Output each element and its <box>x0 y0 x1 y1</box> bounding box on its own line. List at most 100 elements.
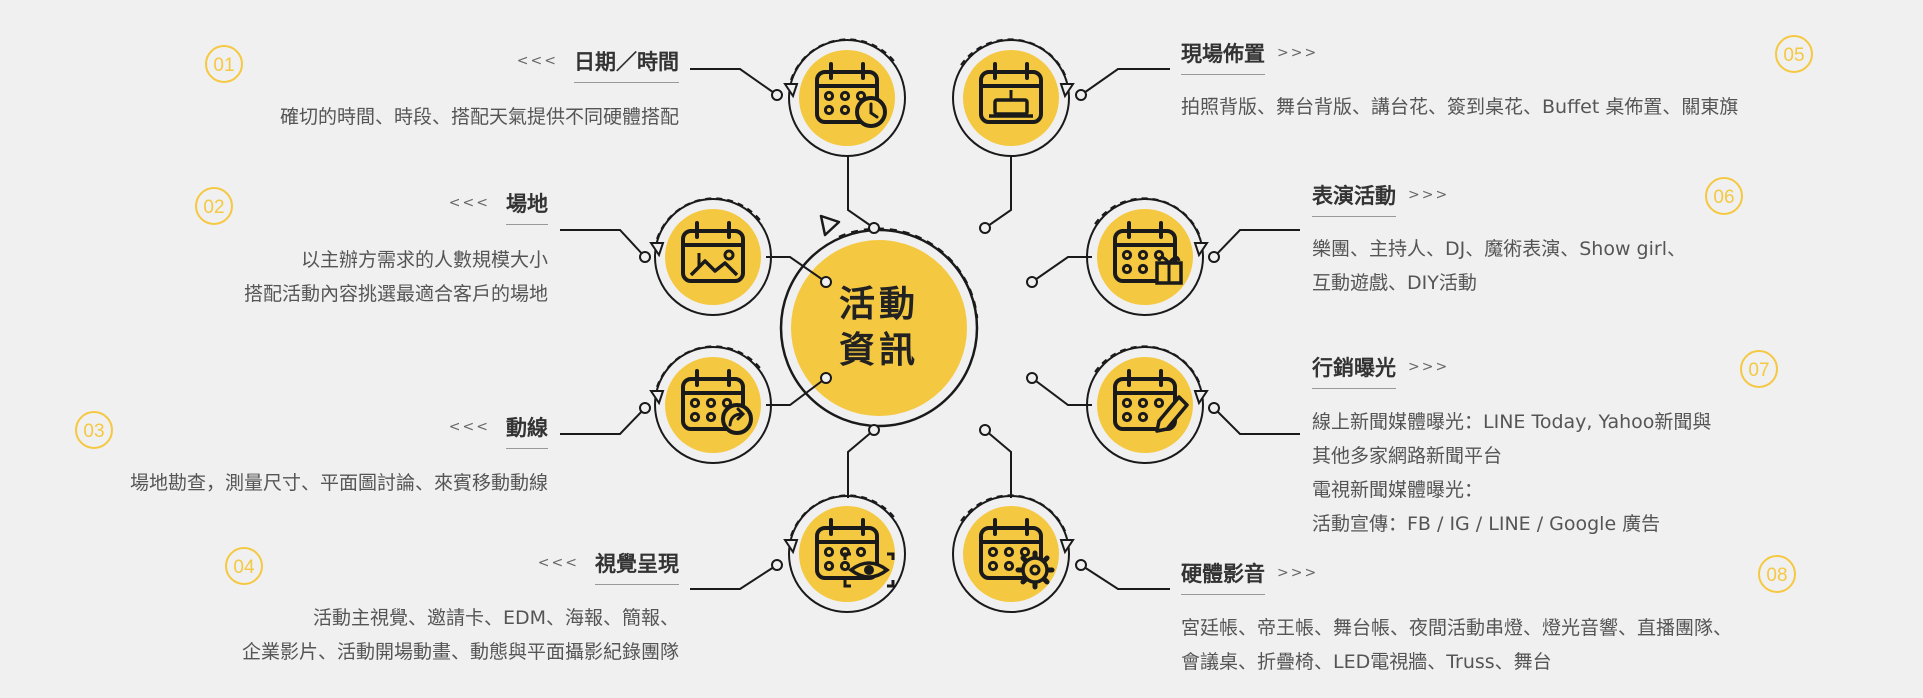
connector-text-dot <box>771 559 783 571</box>
item-01-arrows: <<< <box>516 53 558 69</box>
connector-hub-dot <box>1026 372 1038 384</box>
connector-text-dot <box>1075 559 1087 571</box>
connector-text-dot <box>1075 89 1087 101</box>
pencil-shape <box>1155 395 1189 433</box>
center-label-line1: 活動 <box>838 284 919 325</box>
item-07-title-text: 行銷曝光 <box>1312 352 1396 389</box>
item-08-title-text: 硬體影音 <box>1181 558 1265 595</box>
item-06-arrows: >>> <box>1408 187 1450 203</box>
gear-hole <box>1029 564 1041 576</box>
node-arrow-head <box>1193 242 1209 258</box>
calendar-dot <box>987 546 999 558</box>
item-07-title: 行銷曝光>>> <box>1312 352 1449 389</box>
item-03-title-text: 動線 <box>506 412 548 449</box>
calendar-body <box>1113 229 1177 283</box>
item-08-number: 08 <box>1758 555 1796 593</box>
item-08-line-2: 會議桌、折疊椅、LED電視牆、Truss、舞台 <box>1181 651 1552 673</box>
item-05-description: 拍照背版、舞台背版、講台花、簽到桌花、Buffet 桌佈置、關東旗 <box>1181 90 1738 124</box>
node-dashed-arc <box>790 38 898 81</box>
item-04-number: 04 <box>225 547 263 585</box>
node-dashed-arc <box>790 494 898 537</box>
item-01-title-text: 日期／時間 <box>574 46 679 83</box>
connector-hub-dot <box>979 222 991 234</box>
center-dashed-arc <box>838 227 979 319</box>
center-yellow-disc <box>791 240 967 416</box>
connector-to-text <box>1080 68 1170 96</box>
item-02-line-2: 搭配活動內容挑選最適合客戶的場地 <box>243 283 548 305</box>
center-label-line2: 資訊 <box>838 330 919 371</box>
connector-hub-dot <box>820 276 832 288</box>
item-05-title: 現場佈置 >>> <box>1181 38 1318 75</box>
node-08 <box>952 424 1170 613</box>
calendar-eye-icon <box>815 518 895 588</box>
connector-to-hub <box>1031 377 1092 406</box>
calendar-dot <box>839 560 851 572</box>
connector-to-hub <box>1031 256 1092 283</box>
connector-to-hub <box>847 429 875 498</box>
node-ring <box>788 495 906 613</box>
calendar-dot <box>823 560 835 572</box>
calendar-dot <box>705 397 717 409</box>
item-05-arrows: >>> <box>1277 45 1319 61</box>
item-07-description: 線上新聞媒體曝光：LINE Today, Yahoo新聞與 其他多家網路新聞平台… <box>1312 405 1711 541</box>
node-dashed-arc <box>1094 345 1202 388</box>
calendar-clock-icon <box>815 62 887 128</box>
connector-text-dot <box>1208 251 1220 263</box>
gear-body <box>1021 556 1049 584</box>
item-08-arrows: >>> <box>1277 565 1319 581</box>
node-arrow-head <box>783 539 799 555</box>
node-arrow-head <box>1059 83 1075 99</box>
connector-to-text <box>560 407 646 435</box>
calendar-dot <box>823 104 835 116</box>
item-07-line-3: 電視新聞媒體曝光： <box>1312 479 1484 501</box>
item-01-description: 確切的時間、時段、搭配天氣提供不同硬體搭配 <box>280 100 679 134</box>
calendar-dot <box>1137 397 1149 409</box>
calendar-dot <box>689 397 701 409</box>
calendar-share-icon <box>681 369 753 435</box>
node-dashed-arc <box>656 345 764 388</box>
item-01-line-1: 確切的時間、時段、搭配天氣提供不同硬體搭配 <box>279 106 679 128</box>
item-03-number: 03 <box>75 411 113 449</box>
calendar-dot <box>1137 411 1149 423</box>
item-03-title: <<<動線 <box>449 412 548 449</box>
calendar-cake-icon <box>979 62 1043 124</box>
node-arrow-head <box>649 242 665 258</box>
calendar-body <box>815 70 879 124</box>
calendar-dot <box>1121 397 1133 409</box>
item-07-line-2: 其他多家網路新聞平台 <box>1312 445 1503 467</box>
calendar-dot <box>689 411 701 423</box>
node-04 <box>690 424 906 613</box>
calendar-dot <box>823 90 835 102</box>
node-ring <box>654 198 772 316</box>
connector-hub-dot <box>1026 276 1038 288</box>
item-02-title-text: 場地 <box>506 188 548 225</box>
calendar-gift-icon <box>1113 221 1183 285</box>
item-04-description: 活動主視覺、邀請卡、EDM、海報、簡報、 企業影片、活動開場動畫、動態與平面攝影… <box>242 601 679 669</box>
calendar-dot <box>1121 411 1133 423</box>
item-06-title: 表演活動 >>> <box>1312 180 1449 217</box>
item-04-title-text: 視覺呈現 <box>595 548 679 585</box>
item-04-line-2: 企業影片、活動開場動畫、動態與平面攝影紀錄團隊 <box>241 641 679 663</box>
calendar-dot <box>1153 397 1165 409</box>
connector-to-hub <box>984 156 1012 229</box>
item-05-title-text: 現場佈置 <box>1181 38 1265 75</box>
connector-to-text <box>690 68 778 96</box>
calendar-dot <box>705 411 717 423</box>
item-05-line-1: 拍照背版、舞台背版、講台花、簽到桌花、Buffet 桌佈置、關東旗 <box>1181 96 1739 118</box>
node-arrow-head <box>783 83 799 99</box>
calendar-body <box>979 526 1043 580</box>
center-arrow-head <box>819 214 841 237</box>
node-arrow-head <box>649 390 665 406</box>
connector-hub-dot <box>979 424 991 436</box>
calendar-body <box>681 229 745 283</box>
calendar-body <box>815 526 879 580</box>
sun-circle <box>723 249 735 261</box>
node-06 <box>1026 197 1300 316</box>
calendar-body <box>681 377 745 431</box>
calendar-dot <box>1137 249 1149 261</box>
share-arrow <box>728 407 746 427</box>
item-06-title-text: 表演活動 <box>1312 180 1396 217</box>
connector-hub-dot <box>868 424 880 436</box>
